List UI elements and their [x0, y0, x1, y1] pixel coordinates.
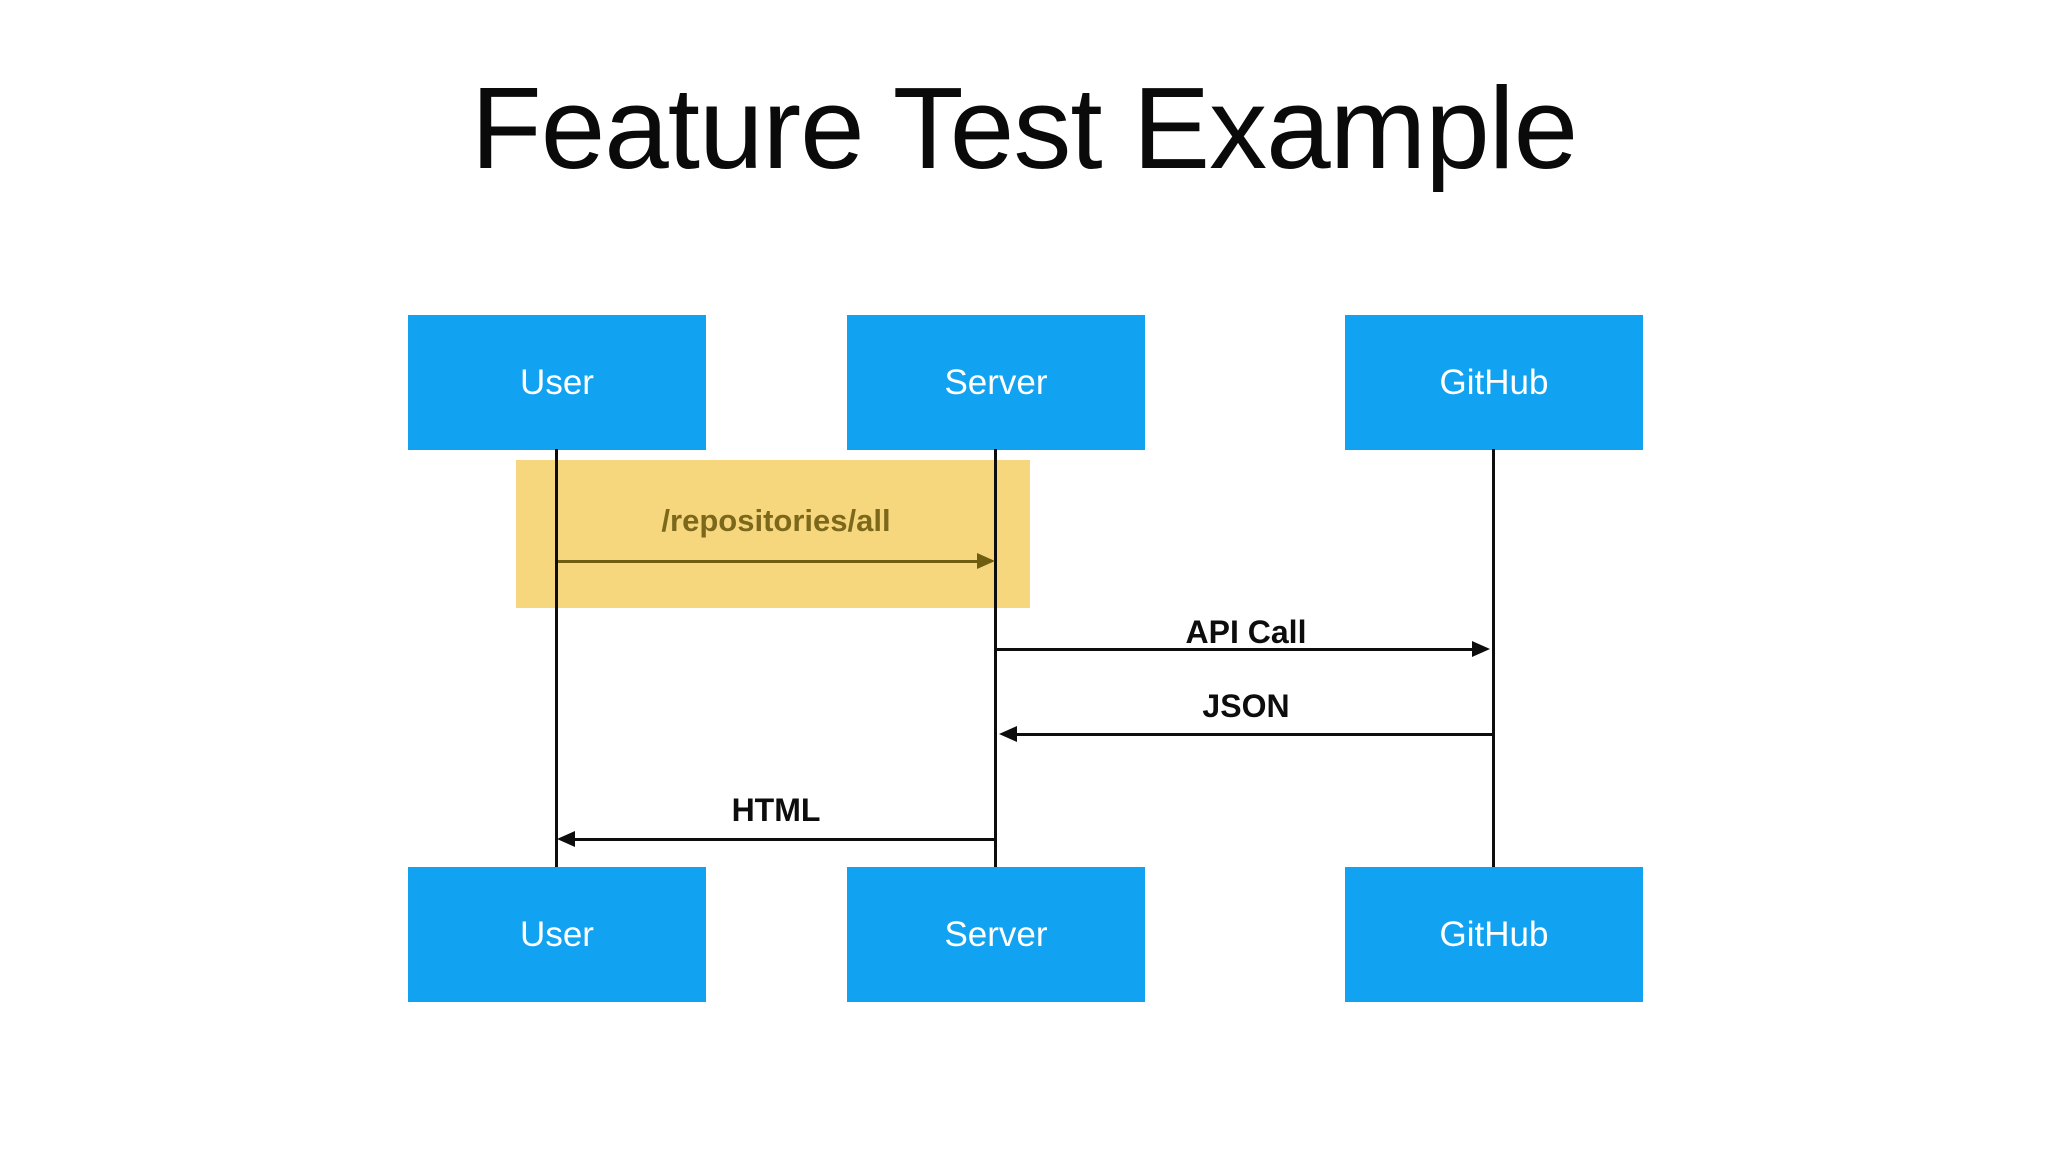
message-arrow-repositories-all — [558, 553, 995, 569]
actor-box-github-top: GitHub — [1345, 315, 1643, 450]
lifeline-server — [994, 449, 997, 868]
message-label-json: JSON — [1202, 688, 1290, 724]
lifeline-user — [555, 449, 558, 868]
actor-box-user-bottom: User — [408, 867, 706, 1002]
diagram-title: Feature Test Example — [470, 63, 1578, 193]
actor-label-server-bottom: Server — [944, 914, 1048, 954]
message-arrow-json — [999, 726, 1492, 742]
actor-box-github-bottom: GitHub — [1345, 867, 1643, 1002]
actor-box-server-top: Server — [847, 315, 1145, 450]
actor-box-server-bottom: Server — [847, 867, 1145, 1002]
request-highlight-region — [516, 460, 1030, 608]
message-arrow-api-call — [997, 641, 1490, 657]
actor-label-server-top: Server — [944, 362, 1048, 402]
actor-label-user-top: User — [520, 362, 594, 402]
actor-label-user-bottom: User — [520, 914, 594, 954]
message-arrow-html — [557, 831, 996, 847]
actor-label-github-bottom: GitHub — [1439, 914, 1549, 954]
actor-label-github-top: GitHub — [1439, 362, 1549, 402]
message-label-api-call: API Call — [1185, 614, 1307, 650]
actor-box-user-top: User — [408, 315, 706, 450]
message-label-html: HTML — [731, 792, 821, 828]
message-label-repositories-all: /repositories/all — [661, 503, 891, 538]
lifeline-github — [1492, 449, 1495, 868]
